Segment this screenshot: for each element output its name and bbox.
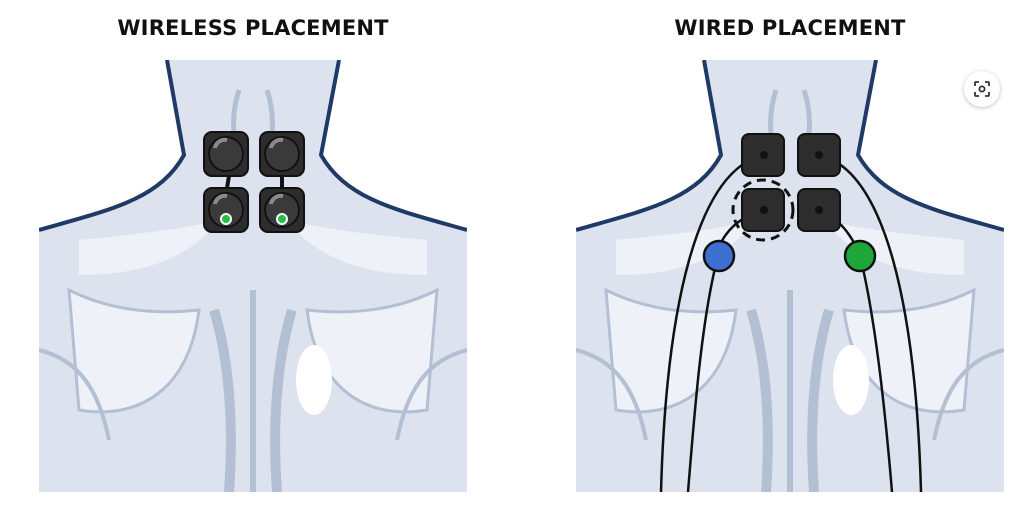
wired-electrode-bottom-right: [797, 188, 841, 232]
wireless-placement-title: WIRELESS PLACEMENT: [117, 16, 389, 40]
image-search-icon: [974, 81, 990, 97]
wired-placement-title: WIRED PLACEMENT: [674, 16, 906, 40]
wired-electrode-bottom-left: [731, 178, 795, 242]
wired-electrode-top-left: [741, 133, 785, 177]
blue-lead-connector: [702, 239, 736, 273]
wireless-placement-illustration: [39, 60, 467, 492]
wireless-electrode-top-left: [203, 131, 249, 177]
wireless-electrode-bottom-left: [203, 187, 249, 233]
wired-placement-illustration: [576, 60, 1004, 492]
highlight-ring: [731, 178, 795, 242]
wireless-electrode-bottom-right: [259, 187, 305, 233]
wired-electrode-top-right: [797, 133, 841, 177]
image-search-button[interactable]: [964, 71, 1000, 107]
green-lead-connector: [843, 239, 877, 273]
back-body-illustration: [39, 60, 467, 492]
wireless-electrode-top-right: [259, 131, 305, 177]
back-body-illustration: [576, 60, 1004, 492]
